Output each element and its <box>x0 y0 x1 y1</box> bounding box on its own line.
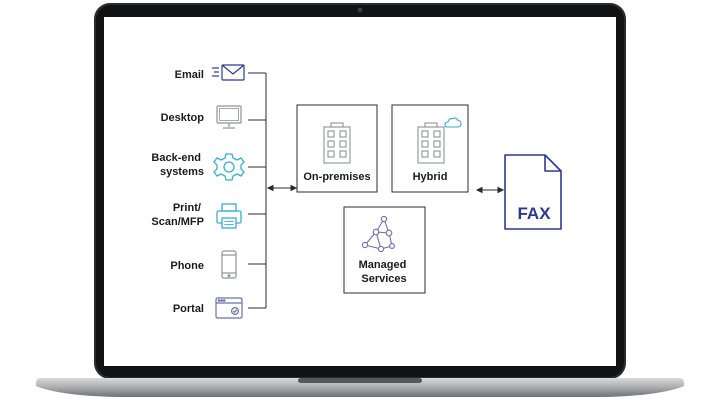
label-managed-services: Managed Services <box>359 259 410 285</box>
label-back-end-systems: Back-end systems <box>151 152 204 178</box>
label-hybrid: Hybrid <box>413 171 448 183</box>
envelope-icon <box>212 64 245 81</box>
label-print-scan-mfp: Print/ Scan/MFP <box>151 202 204 228</box>
label-on-premises: On-premises <box>303 171 370 183</box>
gear-icon <box>213 153 245 181</box>
building-cloud-icon <box>417 117 462 164</box>
monitor-icon <box>216 105 242 129</box>
on-premises-box: On-premises <box>296 104 378 193</box>
printer-icon <box>216 203 242 229</box>
phone-icon <box>221 250 237 279</box>
source-labels: Email Desktop Back-end systems Print/ Sc… <box>151 69 204 315</box>
fax-document: FAX <box>504 154 562 230</box>
hybrid-box: Hybrid <box>391 104 469 193</box>
source-bracket <box>248 72 267 309</box>
label-portal: Portal <box>173 303 204 315</box>
managed-services-box: Managed Services <box>343 206 426 294</box>
document-icon <box>504 154 562 230</box>
label-email: Email <box>175 69 204 81</box>
cloud-icon <box>444 117 462 128</box>
webcam <box>357 7 363 13</box>
label-desktop: Desktop <box>161 112 205 124</box>
label-fax: FAX <box>517 204 551 223</box>
browser-window-icon <box>215 297 243 319</box>
laptop-notch <box>298 378 422 383</box>
laptop-base <box>36 378 684 397</box>
arrow-right-connector <box>475 186 505 194</box>
network-people-icon <box>361 215 395 253</box>
label-phone: Phone <box>170 260 204 272</box>
arrow-left-connector <box>266 184 298 192</box>
laptop-frame <box>94 3 626 379</box>
building-icon <box>323 122 351 164</box>
